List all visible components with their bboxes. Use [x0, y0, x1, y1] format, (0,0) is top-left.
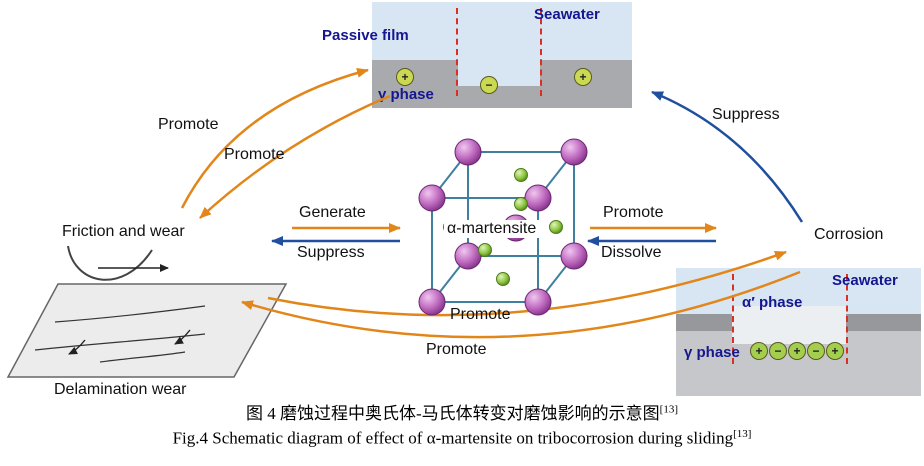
- boundary-dashed-line: [846, 274, 848, 364]
- passive-film-label: Passive film: [322, 27, 409, 44]
- caption-english: Fig.4 Schematic diagram of effect of α-m…: [0, 428, 924, 449]
- suppress-left-label: Suppress: [297, 244, 365, 261]
- promote-right-label: Promote: [603, 204, 664, 221]
- gamma-phase-label: γ phase: [684, 344, 740, 361]
- suppress-top-label: Suppress: [712, 106, 780, 123]
- sliding-pin-icon: [67, 245, 169, 281]
- seawater-label: Seawater: [534, 6, 600, 23]
- negative-charge-icon: −: [807, 342, 825, 360]
- passive-film-inset: + − + Seawater γ phase: [372, 2, 632, 108]
- seawater-label: Seawater: [832, 272, 898, 289]
- alpha-prime-phase-label: α′ phase: [742, 294, 803, 311]
- caption-english-text: Fig.4 Schematic diagram of effect of α-m…: [172, 428, 734, 448]
- promote-top-2-label: Promote: [224, 146, 285, 163]
- gamma-phase-label: γ phase: [378, 86, 434, 103]
- martensite-label: α-martensite: [444, 220, 540, 238]
- caption-reference: [13]: [659, 403, 678, 416]
- positive-charge-icon: +: [396, 68, 414, 86]
- caption-chinese: 图 4 磨蚀过程中奥氏体-马氏体转变对磨蚀影响的示意图[13]: [0, 399, 924, 424]
- negative-charge-icon: −: [769, 342, 787, 360]
- positive-charge-icon: +: [574, 68, 592, 86]
- arrow-promote-top-1: [180, 67, 369, 209]
- wear-surface-sketch: [6, 283, 288, 378]
- positive-charge-icon: +: [750, 342, 768, 360]
- positive-charge-icon: +: [826, 342, 844, 360]
- negative-charge-icon: −: [480, 76, 498, 94]
- caption-chinese-text: 图 4 磨蚀过程中奥氏体-马氏体转变对磨蚀影响的示意图: [246, 404, 660, 423]
- boundary-dashed-line: [456, 8, 458, 96]
- promote-bottom-1-label: Promote: [450, 306, 511, 323]
- dissolve-label: Dissolve: [601, 244, 662, 261]
- delamination-wear-label: Delamination wear: [54, 381, 187, 398]
- caption-reference: [13]: [733, 428, 752, 440]
- generate-label: Generate: [299, 204, 366, 221]
- corrosion-pit: [732, 306, 846, 344]
- promote-bottom-2-label: Promote: [426, 341, 487, 358]
- positive-charge-icon: +: [788, 342, 806, 360]
- corrosion-inset: + − + − + Seawater α′ phase γ phase: [676, 268, 921, 396]
- boundary-dashed-line: [540, 8, 542, 96]
- friction-and-wear-label: Friction and wear: [62, 223, 185, 240]
- film-removed-gap: [458, 60, 540, 86]
- corrosion-label: Corrosion: [814, 226, 884, 243]
- promote-top-1-label: Promote: [158, 116, 219, 133]
